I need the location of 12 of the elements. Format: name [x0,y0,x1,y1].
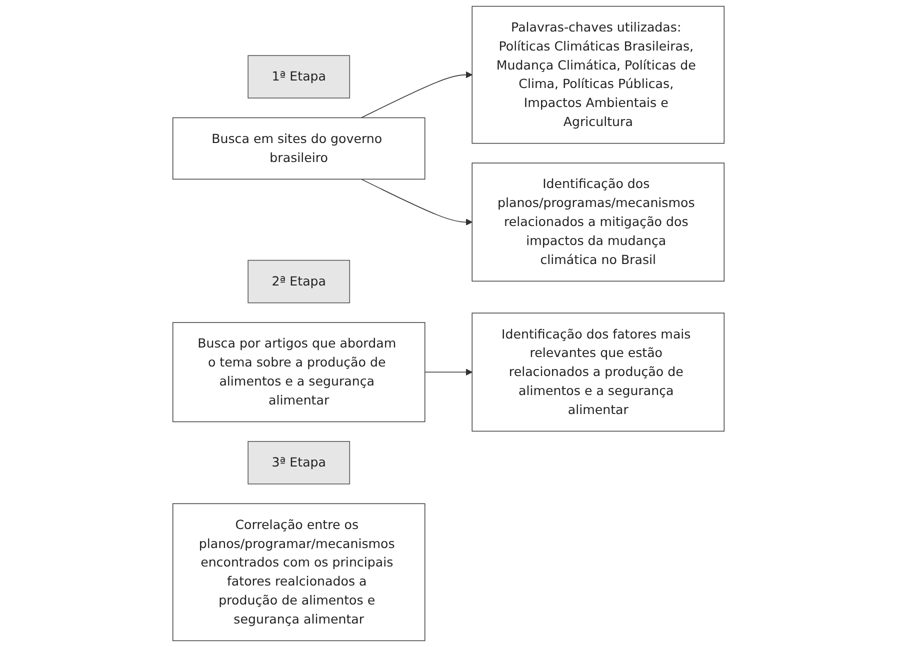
node-box: 3ª Etapa [248,441,350,484]
node-box: Correlação entre os planos/programar/mecanismos encontrados com os principais fatores realcionados a produção de alimentos e segurança alimentar [172,503,426,642]
node-box: Busca por artigos que abordam o tema sobre a produção de alimentos e a segurança alimentar [172,322,426,422]
arrow [424,368,472,376]
node-box: Busca em sites do governo brasileiro [172,117,426,180]
node-box: Identificação dos fatores mais relevantes que estão relacionados a produção de alimentos e a segurança alimentar [472,312,725,432]
arrow [360,178,472,226]
node-box: 1ª Etapa [248,55,350,98]
arrow [360,71,472,118]
node-box: Palavras-chaves utilizadas: Políticas Climáticas Brasileiras, Mudança Climática, Políticas de Clima, Políticas Públicas, Impactos Ambientais e Agricultura [472,6,725,144]
node-box: Identificação dos planos/programas/mecanismos relacionados a mitigação dos impactos da mudança climática no Brasil [472,162,725,282]
node-box: 2ª Etapa [248,260,350,304]
